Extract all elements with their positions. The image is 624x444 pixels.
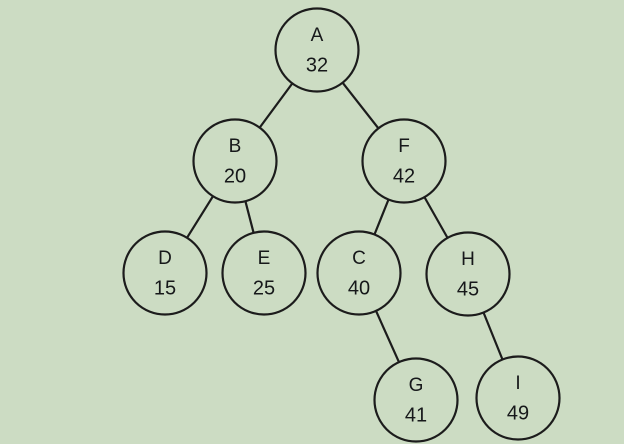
- tree-edge-a-b: [258, 82, 294, 129]
- tree-node-c[interactable]: C 40: [316, 230, 402, 316]
- node-value-b: 20: [224, 165, 246, 187]
- tree-node-a[interactable]: A 32: [274, 7, 360, 93]
- node-label-e: E: [258, 248, 271, 269]
- node-value-d: 15: [154, 277, 176, 299]
- tree-edge-a-f: [341, 81, 380, 130]
- tree-edge-h-i: [482, 311, 504, 361]
- tree-edge-f-h: [423, 196, 449, 239]
- node-circle-d[interactable]: [122, 230, 208, 316]
- node-label-g: G: [409, 375, 424, 396]
- node-value-h: 45: [457, 278, 479, 300]
- node-label-f: F: [398, 136, 410, 157]
- tree-edge-f-c: [373, 198, 390, 236]
- node-value-i: 49: [507, 402, 529, 424]
- node-value-c: 40: [348, 277, 370, 299]
- node-label-d: D: [158, 248, 172, 269]
- tree-edge-b-e: [244, 200, 255, 234]
- tree-edge-c-g: [374, 309, 401, 364]
- node-circle-c[interactable]: [316, 230, 402, 316]
- tree-node-d[interactable]: D 15: [122, 230, 208, 316]
- node-circle-f[interactable]: [361, 118, 447, 204]
- tree-node-h[interactable]: H 45: [425, 231, 511, 317]
- node-circle-e[interactable]: [221, 230, 307, 316]
- node-value-f: 42: [393, 165, 415, 187]
- tree-node-e[interactable]: E 25: [221, 230, 307, 316]
- node-label-b: B: [229, 136, 242, 157]
- tree-node-f[interactable]: F 42: [361, 118, 447, 204]
- node-label-h: H: [461, 249, 475, 270]
- node-value-a: 32: [306, 54, 328, 76]
- tree-edge-b-d: [185, 195, 215, 239]
- node-circle-i[interactable]: [475, 355, 561, 441]
- node-label-c: C: [352, 248, 366, 269]
- node-label-a: A: [311, 25, 324, 46]
- node-circle-g[interactable]: [373, 357, 459, 443]
- edge-layer: [185, 81, 504, 364]
- tree-node-b[interactable]: B 20: [192, 118, 278, 204]
- node-circle-b[interactable]: [192, 118, 278, 204]
- node-value-g: 41: [405, 404, 427, 426]
- node-value-e: 25: [253, 277, 275, 299]
- tree-node-i[interactable]: I 49: [475, 355, 561, 441]
- node-layer: A 32B 20 F 42D 15 E 25 C 40 H 45G 41 I 49: [122, 7, 561, 443]
- node-circle-a[interactable]: [274, 7, 360, 93]
- node-label-i: I: [515, 373, 520, 394]
- node-circle-h[interactable]: [425, 231, 511, 317]
- tree-node-g[interactable]: G 41: [373, 357, 459, 443]
